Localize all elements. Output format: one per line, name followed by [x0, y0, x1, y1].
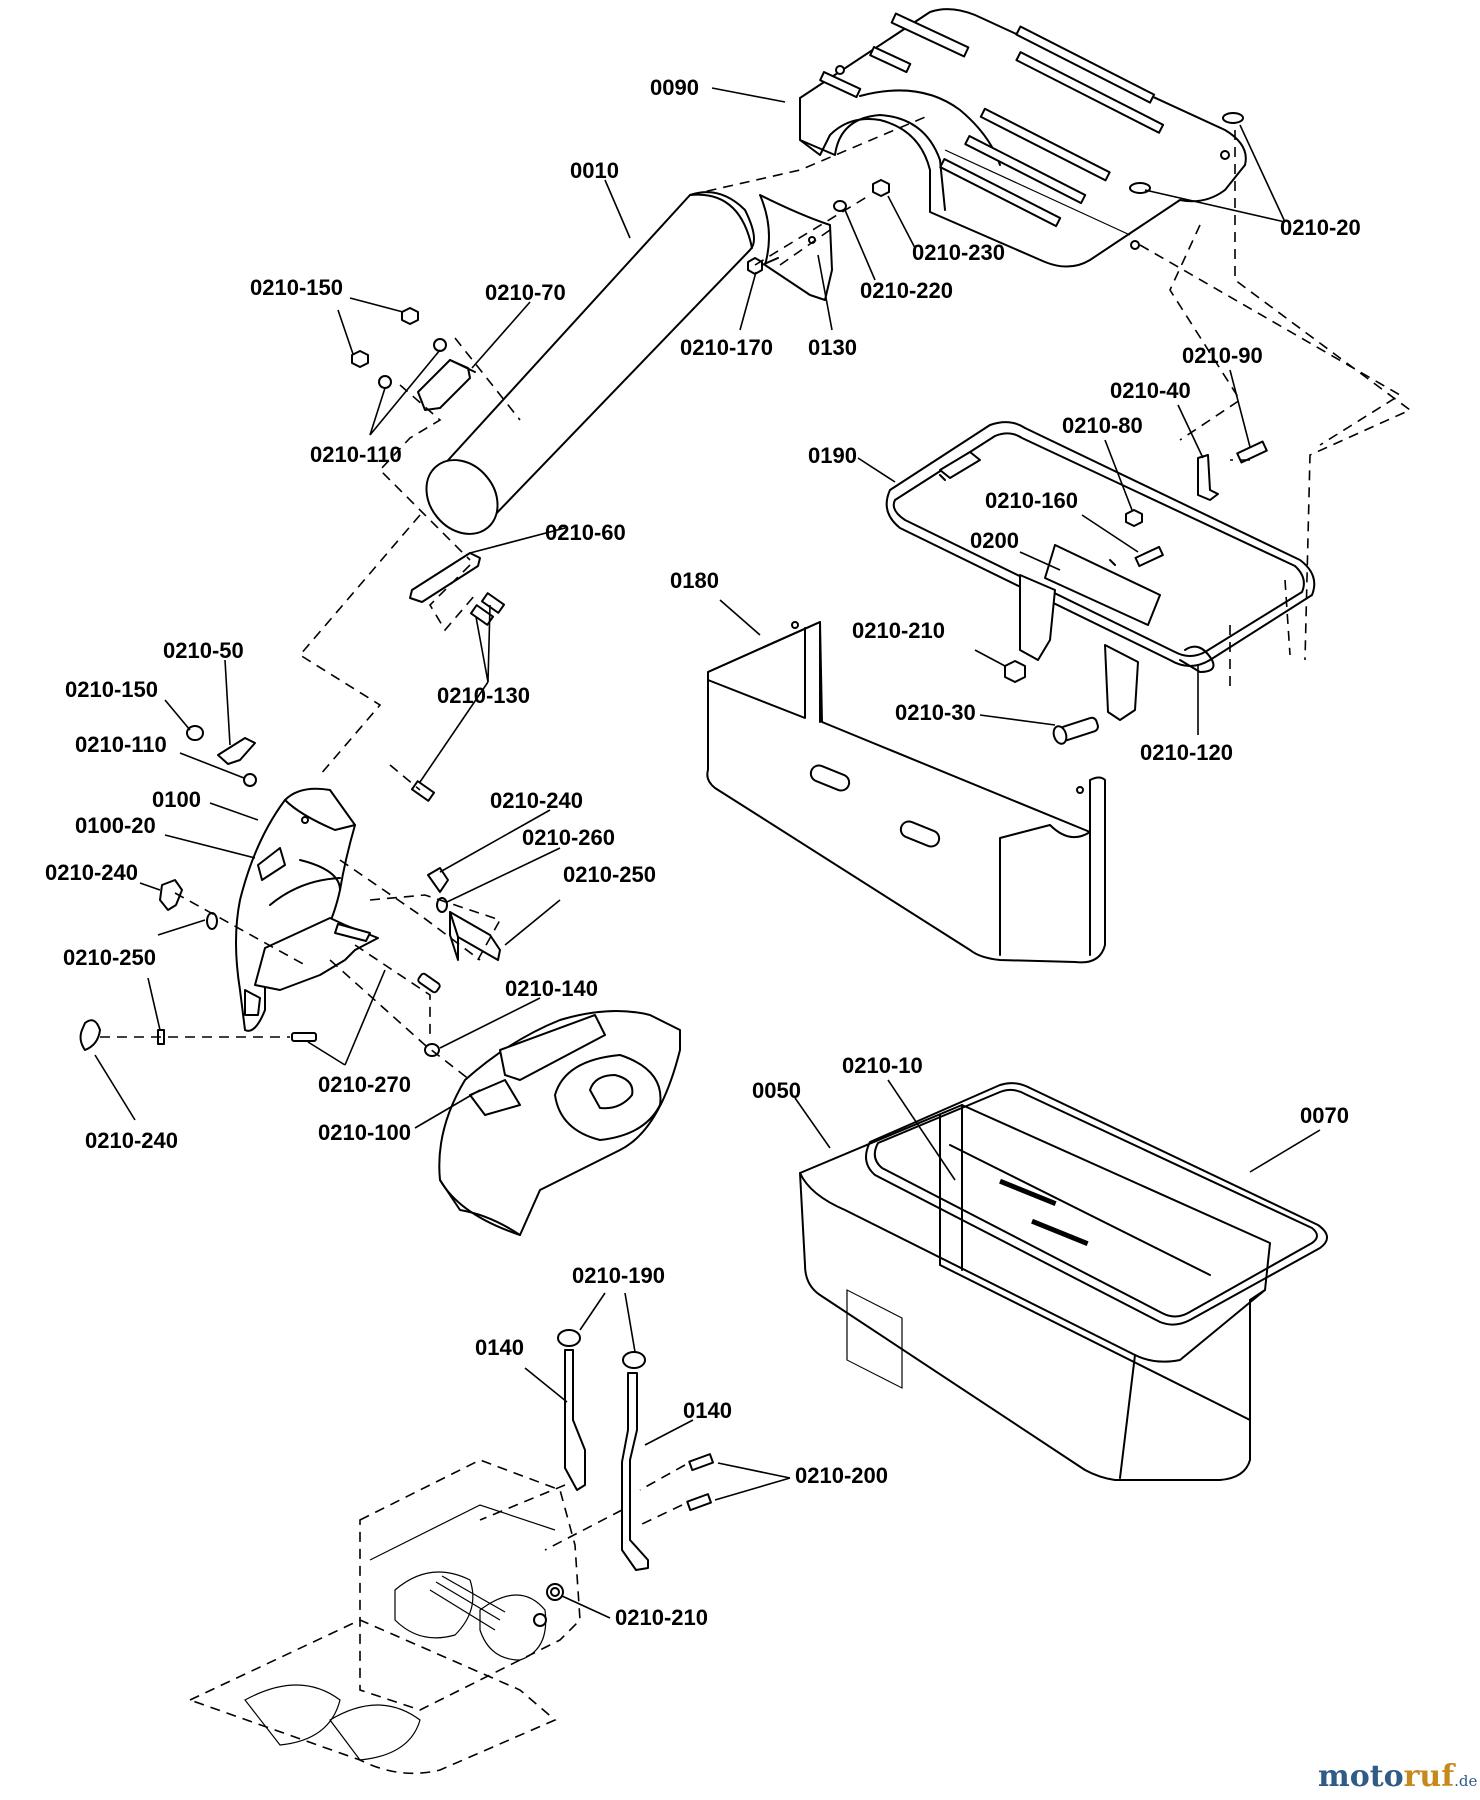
label-0010: 0010 — [570, 158, 619, 183]
label-0210-150-left: 0210-150 — [65, 677, 158, 702]
label-0210-130: 0210-130 — [437, 683, 530, 708]
label-0210-240-left: 0210-240 — [45, 860, 138, 885]
label-0210-200: 0210-200 — [795, 1463, 888, 1488]
label-0210-170: 0210-170 — [680, 335, 773, 360]
label-0100-20: 0100-20 — [75, 813, 156, 838]
part-0050-box — [799, 1104, 1271, 1481]
label-0210-250-left: 0210-250 — [63, 945, 156, 970]
part-0210-120-clip — [1179, 645, 1215, 673]
label-0050: 0050 — [752, 1078, 801, 1103]
label-0100: 0100 — [152, 787, 201, 812]
part-0210-110-washers-upper — [378, 338, 447, 389]
part-0210-260-plate — [449, 911, 501, 961]
label-0210-120: 0210-120 — [1140, 740, 1233, 765]
assembly-lines — [100, 114, 1412, 1551]
part-0210-10-slots — [999, 1178, 1089, 1247]
part-0090-cover — [799, 8, 1247, 268]
label-0210-10: 0210-10 — [842, 1053, 923, 1078]
part-0210-150-nuts-upper — [351, 307, 419, 368]
label-0140-right: 0140 — [683, 1398, 732, 1423]
part-0210-240-wingnut-left — [159, 879, 183, 911]
part-0210-240-wingnut-bottom — [79, 1019, 101, 1051]
label-0140-left: 0140 — [475, 1335, 524, 1360]
label-0210-30: 0210-30 — [895, 700, 976, 725]
label-0200: 0200 — [970, 528, 1019, 553]
label-0210-110-upper: 0210-110 — [310, 442, 402, 467]
part-0210-230-nut — [872, 179, 890, 197]
part-0100-deflector — [235, 787, 356, 1032]
label-0210-220: 0210-220 — [860, 278, 953, 303]
label-0210-140: 0210-140 — [505, 976, 598, 1001]
label-0210-240-bottom: 0210-240 — [85, 1128, 178, 1153]
part-0210-40-bracket — [1197, 454, 1219, 501]
leader-lines — [94, 87, 1321, 1619]
label-0130: 0130 — [808, 335, 857, 360]
part-0210-90-bolt — [1236, 440, 1268, 464]
part-0210-220-washer — [833, 200, 847, 212]
part-0210-80-nut — [1125, 509, 1143, 527]
part-0190-frame — [885, 421, 1316, 667]
part-0180-housing — [706, 621, 1106, 964]
part-0210-200-bolts — [686, 1453, 714, 1512]
label-0210-60: 0210-60 — [545, 520, 626, 545]
label-0210-110-left: 0210-110 — [75, 732, 167, 757]
label-0070: 0070 — [1300, 1103, 1349, 1128]
label-0210-250-right: 0210-260 — [522, 825, 615, 850]
label-0180: 0180 — [670, 568, 719, 593]
watermark-moto: moto — [1318, 1759, 1404, 1794]
part-0140-lever-right — [621, 1351, 649, 1571]
part-0210-240-wingnut-right — [427, 867, 449, 893]
part-0130-plate — [759, 194, 833, 301]
part-0210-210-nut-upper — [1004, 660, 1026, 683]
part-0210-160-bolt — [1134, 545, 1164, 568]
part-labels: 0090 0010 0210-20 0210-230 0210-220 0210… — [45, 75, 1361, 1630]
label-0210-240-right: 0210-240 — [490, 788, 583, 813]
label-0210-210-lower: 0210-210 — [615, 1605, 708, 1630]
part-0210-250-washer-left — [206, 912, 218, 930]
label-0210-270: 0210-270 — [318, 1072, 411, 1097]
label-0210-210-upper: 0210-210 — [852, 618, 945, 643]
part-0210-150-nut-left — [186, 725, 204, 741]
part-0210-70-bracket — [417, 359, 476, 411]
label-0210-230: 0210-230 — [912, 240, 1005, 265]
label-0210-50: 0210-50 — [163, 638, 244, 663]
label-0210-160: 0210-160 — [985, 488, 1078, 513]
part-0070-bag-frame — [865, 1082, 1328, 1326]
label-0210-100: 0210-100 — [318, 1120, 411, 1145]
label-0210-80: 0210-80 — [1062, 413, 1143, 438]
part-0140-lever-left — [557, 1329, 586, 1491]
label-0090: 0090 — [650, 75, 699, 100]
label-0210-20: 0210-20 — [1280, 215, 1361, 240]
watermark-logo: motoruf.de — [1318, 1759, 1478, 1794]
label-0210-260: 0210-250 — [563, 862, 656, 887]
watermark-ruf: ruf — [1404, 1759, 1457, 1794]
label-0210-190: 0210-190 — [572, 1263, 665, 1288]
label-0210-90: 0210-90 — [1182, 343, 1263, 368]
part-0210-210-nut-lower — [546, 1583, 564, 1601]
label-0210-70: 0210-70 — [485, 280, 566, 305]
label-0190: 0190 — [808, 443, 857, 468]
label-0210-40: 0210-40 — [1110, 378, 1191, 403]
part-chute-tray — [254, 917, 379, 991]
part-transmission-frame — [187, 1459, 581, 1775]
part-0210-110-washer-left — [243, 773, 257, 787]
part-mower-deck — [438, 1010, 681, 1236]
watermark-de: .de — [1454, 1772, 1477, 1790]
label-0210-150-upper: 0210-150 — [250, 275, 343, 300]
part-0210-50-bracket — [217, 737, 256, 765]
part-0210-30-pin — [1052, 716, 1099, 745]
part-0010-chute-tube — [425, 191, 755, 535]
svg-text:motoruf.de: motoruf.de — [1318, 1759, 1478, 1794]
part-bolt-tray — [417, 972, 441, 994]
part-0210-270-bolt — [291, 1032, 317, 1042]
part-0200-plate — [1019, 544, 1161, 721]
